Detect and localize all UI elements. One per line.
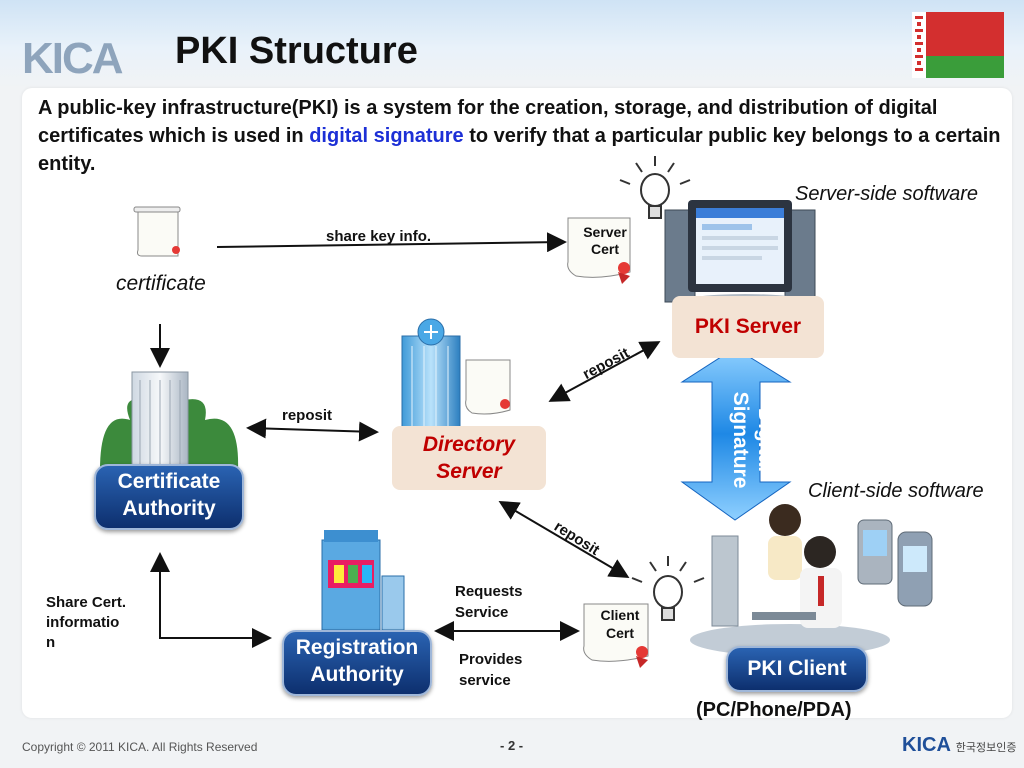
footer-logo-text: KICA: [902, 734, 951, 756]
pki-server-label: PKI Server: [672, 296, 824, 358]
page-number: - 2 -: [500, 738, 524, 753]
share-cert-line2: informatio: [46, 614, 120, 631]
server-cert-icon: [567, 217, 631, 284]
header-band: [0, 0, 1024, 88]
server-cert-label-line2: Cert: [590, 241, 619, 257]
page-title: PKI Structure: [175, 30, 418, 72]
ra-building-icon: [321, 530, 405, 631]
digital-signature-label: Digital Signature: [718, 380, 778, 500]
pc-phone-label: (PC/Phone/PDA): [696, 699, 852, 721]
digital-signature-line2: Signature: [729, 391, 752, 489]
ca-ra-arrow: [150, 552, 272, 648]
requests-line2: Service: [455, 604, 509, 621]
certificate-authority-box[interactable]: Certificate Authority: [94, 464, 244, 530]
copyright-text: Copyright © 2011 KICA. All Rights Reserv…: [22, 740, 258, 754]
directory-cert-icon: [465, 359, 511, 415]
provides-line1: Provides: [459, 651, 523, 668]
ca-building-icon: [100, 371, 239, 471]
server-cert-label: Server Cert: [580, 224, 630, 258]
flag-icon: [912, 12, 1004, 78]
provides-service-label: Provides service: [459, 649, 522, 691]
ca-directory-arrow: [246, 418, 379, 442]
registration-authority-box[interactable]: Registration Authority: [282, 630, 432, 696]
share-key-label: share key info.: [326, 228, 432, 245]
directory-server-box[interactable]: Directory Server: [392, 426, 546, 490]
intro-paragraph: A public-key infrastructure(PKI) is a sy…: [38, 94, 1003, 178]
ra-label-line1: Registration: [295, 636, 419, 659]
directory-building-icon: [401, 318, 461, 437]
intro-text-1: A public-key infrastructure(PKI) is a sy…: [38, 97, 938, 147]
intro-text-2: to verify that a particular public key b…: [38, 125, 1001, 175]
certificate-label: certificate: [116, 272, 206, 295]
certificate-icon: [133, 206, 181, 257]
lightbulb-icon: [619, 156, 691, 219]
directory-label-line1: Directory: [422, 433, 516, 456]
ca-label-line1: Certificate: [117, 470, 221, 493]
phone-icon: [857, 519, 933, 607]
kica-logo: KICA: [22, 34, 124, 83]
directory-server-arrow: [548, 341, 661, 402]
client-cert-line1: Client: [600, 607, 640, 623]
directory-client-arrow: [498, 500, 630, 579]
client-cert-line2: Cert: [605, 625, 634, 641]
provides-line2: service: [459, 672, 511, 689]
requests-line1: Requests: [455, 583, 523, 600]
reposit-ca-label: reposit: [282, 407, 333, 424]
client-cert-icon: [583, 603, 649, 668]
requests-service-label: Requests Service: [455, 581, 523, 623]
digital-signature-arrow: [680, 347, 792, 521]
server-cert-label-line1: Server: [583, 224, 627, 240]
share-cert-label: Share Cert. informatio n: [46, 593, 146, 653]
ra-label-line2: Authority: [310, 663, 404, 686]
share-cert-line3: n: [46, 634, 56, 651]
client-side-label: Client-side software: [808, 480, 984, 502]
share-cert-line1: Share Cert.: [46, 594, 127, 611]
intro-highlight: digital signature: [309, 125, 464, 147]
share-key-arrow: [216, 232, 567, 253]
lightbulb-icon: [631, 556, 705, 621]
directory-label-line2: Server: [436, 460, 502, 483]
footer-logo-sub: 한국정보인증: [955, 742, 1017, 754]
footer-logo: KICA 한국정보인증: [902, 734, 1016, 757]
client-cert-label: Client Cert: [594, 606, 646, 642]
pki-client-box[interactable]: PKI Client: [726, 646, 868, 692]
digital-signature-line1: Digital: [754, 407, 777, 473]
server-side-label: Server-side software: [795, 183, 979, 205]
ca-label-line2: Authority: [122, 497, 216, 520]
